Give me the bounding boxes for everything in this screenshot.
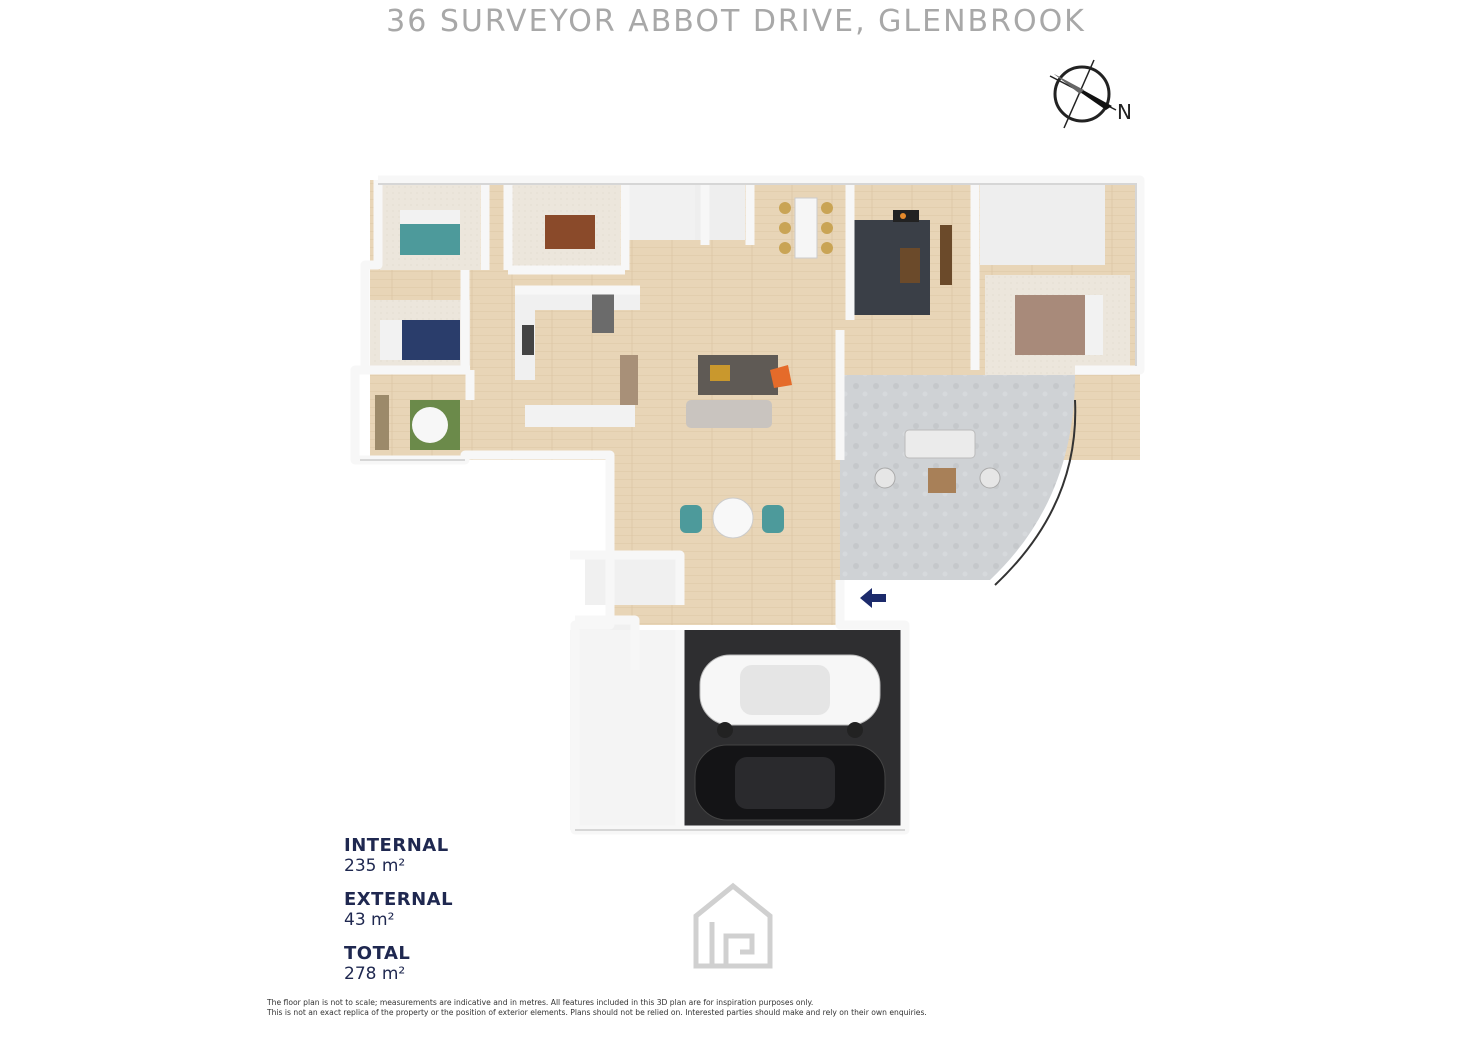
bathrooms [575, 185, 1105, 670]
disclaimer-line-1: The floor plan is not to scale; measurem… [267, 998, 814, 1007]
entry-arrow-icon [860, 588, 886, 608]
living-room [850, 210, 952, 315]
area-value: 235 m² [344, 856, 406, 876]
sitting-room [375, 390, 465, 460]
area-internal: INTERNAL 235 m² [344, 835, 584, 877]
compass: N [1040, 58, 1150, 138]
floor-plan-drawing [350, 175, 1145, 835]
area-total: TOTAL 278 m² [344, 943, 584, 985]
black-car [694, 744, 886, 821]
patio-furniture [874, 429, 1001, 493]
compass-north-label: N [1117, 100, 1132, 124]
disclaimer-line-2: This is not an exact replica of the prop… [267, 1008, 927, 1017]
white-car [699, 654, 881, 738]
garage [570, 630, 905, 830]
patio-area [840, 375, 1077, 586]
dining-table [779, 197, 833, 259]
floor-plan [330, 160, 1150, 860]
family-lounge [686, 355, 792, 428]
area-label: TOTAL [344, 943, 411, 964]
walls [350, 175, 1145, 835]
area-label: INTERNAL [344, 835, 449, 856]
wall-shadows [360, 183, 1137, 831]
page-title: 36 SURVEYOR ABBOT DRIVE, GLENBROOK [386, 4, 1086, 39]
area-external: EXTERNAL 43 m² [344, 889, 584, 931]
house-logo-icon [690, 880, 776, 970]
area-value: 278 m² [344, 964, 406, 984]
compass-icon [1049, 59, 1117, 129]
disclaimer: The floor plan is not to scale; measurem… [267, 998, 1167, 1018]
kitchen [515, 290, 640, 427]
beds [380, 210, 1103, 360]
area-label: EXTERNAL [344, 889, 454, 910]
area-summary: INTERNAL 235 m² EXTERNAL 43 m² TOTAL 278… [344, 836, 584, 998]
area-value: 43 m² [344, 910, 395, 930]
meals-table [680, 497, 784, 539]
